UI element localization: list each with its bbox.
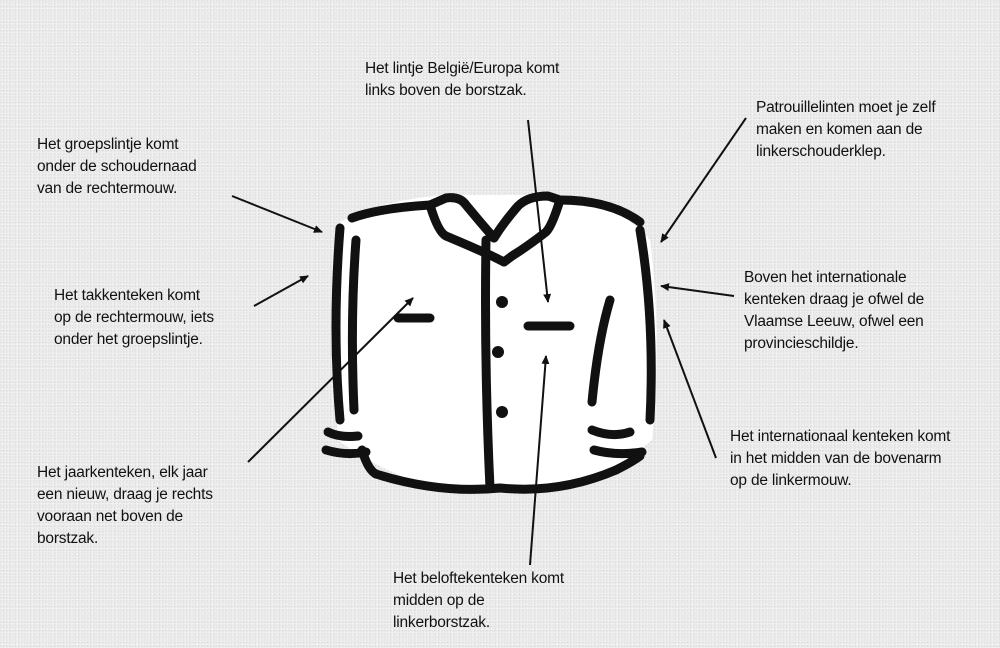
label-patrouillelinten: Patrouillelinten moet je zelf maken en k… (756, 97, 935, 163)
arrow-groepslintje (232, 196, 322, 232)
label-vlaamse-leeuw: Boven het internationale kenteken draag … (744, 267, 924, 355)
arrow-internationaal (664, 320, 716, 458)
label-lintje-belgie: Het lintje België/Europa komt links bove… (365, 58, 559, 102)
label-internationaal: Het internationaal kenteken komt in het … (730, 426, 950, 492)
label-beloftekenteken: Het beloftekenteken komt midden op de li… (393, 568, 564, 634)
arrow-patrouillelinten (661, 118, 746, 242)
label-groepslintje: Het groepslintje komt onder de schoudern… (37, 134, 197, 200)
label-jaarkenteken: Het jaarkenteken, elk jaar een nieuw, dr… (37, 462, 213, 550)
arrow-takkenteken (254, 276, 308, 306)
arrow-vlaamse-leeuw (661, 286, 734, 296)
label-takkenteken: Het takkenteken komt op de rechtermouw, … (54, 285, 214, 351)
